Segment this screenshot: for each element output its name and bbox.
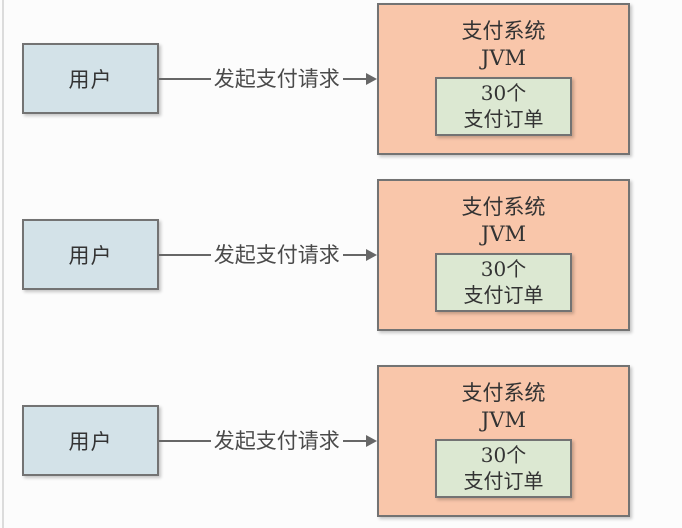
arrowhead-icon [366,73,377,85]
user-box: 用户 [22,43,159,114]
payment-orders-line2: 支付订单 [463,469,544,493]
payment-system-title: 支付系统 JVM [379,18,628,72]
payment-system-title-line1: 支付系统 [461,195,546,219]
diagram-row: 用户 发起支付请求 支付系统 JVM 30个 支付订单 [0,365,682,517]
payment-system-box: 支付系统 JVM 30个 支付订单 [377,3,630,155]
arrowhead-icon [366,249,377,261]
diagram-row: 用户 发起支付请求 支付系统 JVM 30个 支付订单 [0,179,682,331]
payment-orders-box: 30个 支付订单 [435,439,572,498]
arrow-label: 发起支付请求 [210,66,343,92]
user-box-label: 用户 [68,67,113,92]
user-box: 用户 [22,405,159,476]
payment-system-title: 支付系统 JVM [379,194,628,248]
payment-request-arrow: 发起支付请求 [159,242,377,268]
payment-request-arrow: 发起支付请求 [159,66,377,92]
left-edge-line [2,0,4,528]
diagram-row: 用户 发起支付请求 支付系统 JVM 30个 支付订单 [0,3,682,155]
payment-orders-box: 30个 支付订单 [435,77,572,136]
payment-orders-line1: 30个 [480,257,527,281]
payment-orders-line1: 30个 [480,81,527,105]
payment-system-title-line2: JVM [480,222,527,246]
payment-system-box: 支付系统 JVM 30个 支付订单 [377,365,630,517]
payment-system-title: 支付系统 JVM [379,380,628,434]
payment-orders-line2: 支付订单 [463,107,544,131]
payment-system-title-line2: JVM [480,408,527,432]
payment-orders-box: 30个 支付订单 [435,253,572,312]
user-box: 用户 [22,219,159,290]
arrow-label: 发起支付请求 [210,242,343,268]
payment-system-box: 支付系统 JVM 30个 支付订单 [377,179,630,331]
payment-request-arrow: 发起支付请求 [159,428,377,454]
payment-system-title-line1: 支付系统 [461,381,546,405]
payment-system-title-line2: JVM [480,46,527,70]
user-box-label: 用户 [68,429,113,454]
payment-orders-line1: 30个 [480,443,527,467]
arrow-label: 发起支付请求 [210,428,343,454]
arrowhead-icon [366,435,377,447]
payment-system-title-line1: 支付系统 [461,19,546,43]
payment-orders-line2: 支付订单 [463,283,544,307]
user-box-label: 用户 [68,243,113,268]
